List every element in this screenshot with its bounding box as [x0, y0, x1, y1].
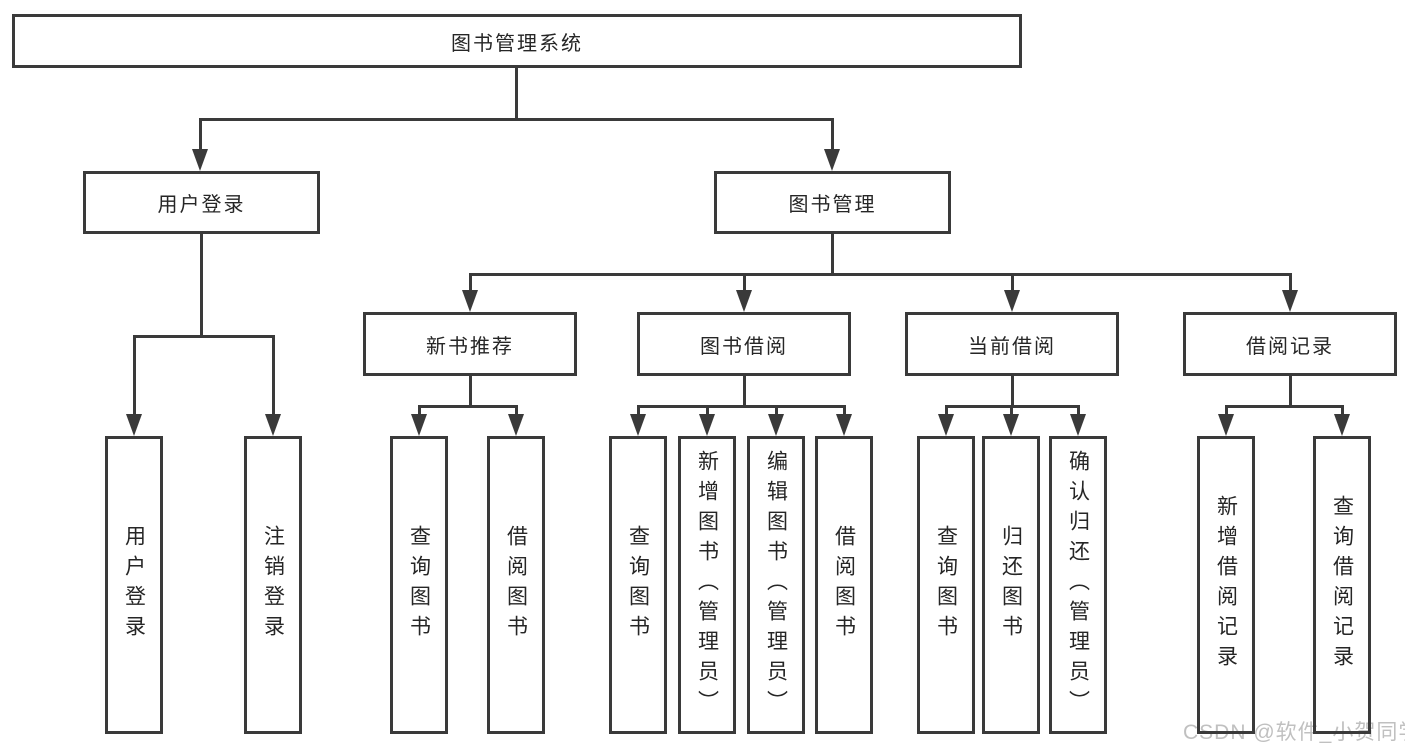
connector-line [418, 405, 518, 408]
node-library-management-system: 图书管理系统 [12, 14, 1022, 68]
connector-line [133, 335, 136, 415]
node-borrowing-records: 借阅记录 [1183, 312, 1397, 376]
node-current-borrowing: 当前借阅 [905, 312, 1119, 376]
node-leaf-user-login: 用户登录 [105, 436, 163, 734]
arrowhead-down [126, 414, 142, 436]
connector-line [743, 273, 746, 292]
arrowhead-down [462, 290, 478, 312]
arrowhead-down [699, 414, 715, 436]
arrowhead-down [1070, 414, 1086, 436]
connector-line [1225, 405, 1344, 408]
connector-line [843, 405, 846, 416]
arrowhead-down [411, 414, 427, 436]
arrowhead-down [736, 290, 752, 312]
node-leaf-return-books: 归还图书 [982, 436, 1040, 734]
connector-line [706, 405, 709, 416]
connector-line [199, 118, 202, 151]
connector-line [469, 273, 1292, 276]
connector-line [1225, 405, 1228, 416]
connector-line [469, 373, 472, 407]
arrowhead-down [508, 414, 524, 436]
connector-line [831, 118, 834, 151]
arrowhead-down [630, 414, 646, 436]
node-leaf-borrow-books-borrowing: 借阅图书 [815, 436, 873, 734]
connector-line [637, 405, 640, 416]
node-book-borrowing: 图书借阅 [637, 312, 851, 376]
connector-line [133, 335, 275, 338]
arrowhead-down [192, 149, 208, 171]
arrowhead-down [938, 414, 954, 436]
node-leaf-edit-books-admin: 编辑图书（管理员） [747, 436, 805, 734]
node-leaf-confirm-return-admin: 确认归还（管理员） [1049, 436, 1107, 734]
arrowhead-down [836, 414, 852, 436]
arrowhead-down [1218, 414, 1234, 436]
node-leaf-logout-login: 注销登录 [244, 436, 302, 734]
connector-line [637, 405, 846, 408]
node-leaf-query-books-borrowing: 查询图书 [609, 436, 667, 734]
connector-line [775, 405, 778, 416]
connector-line [515, 405, 518, 416]
connector-line [945, 405, 948, 416]
node-new-book-recommendation: 新书推荐 [363, 312, 577, 376]
node-book-management: 图书管理 [714, 171, 951, 234]
arrowhead-down [1003, 414, 1019, 436]
arrowhead-down [768, 414, 784, 436]
arrowhead-down [265, 414, 281, 436]
connector-line [418, 405, 421, 416]
csdn-watermark: CSDN @软件_小贺同学 [1183, 721, 1405, 744]
connector-line [743, 373, 746, 407]
connector-line [1077, 405, 1080, 416]
node-leaf-query-borrow-record: 查询借阅记录 [1313, 436, 1371, 734]
connector-line [1011, 273, 1014, 292]
connector-line [199, 118, 834, 121]
node-leaf-add-borrow-record: 新增借阅记录 [1197, 436, 1255, 734]
node-leaf-query-books-current: 查询图书 [917, 436, 975, 734]
connector-line [515, 66, 518, 120]
arrowhead-down [1334, 414, 1350, 436]
connector-line [1289, 273, 1292, 292]
node-leaf-query-books-recommend: 查询图书 [390, 436, 448, 734]
arrowhead-down [1282, 290, 1298, 312]
connector-line [831, 232, 834, 275]
connector-line [469, 273, 472, 292]
connector-line [1010, 405, 1013, 416]
arrowhead-down [824, 149, 840, 171]
node-user-login: 用户登录 [83, 171, 320, 234]
node-leaf-add-books-admin: 新增图书（管理员） [678, 436, 736, 734]
connector-line [272, 335, 275, 415]
connector-line [200, 232, 203, 337]
connector-line [1289, 373, 1292, 407]
node-leaf-borrow-books-recommend: 借阅图书 [487, 436, 545, 734]
connector-line [1341, 405, 1344, 416]
connector-line [1011, 373, 1014, 407]
arrowhead-down [1004, 290, 1020, 312]
